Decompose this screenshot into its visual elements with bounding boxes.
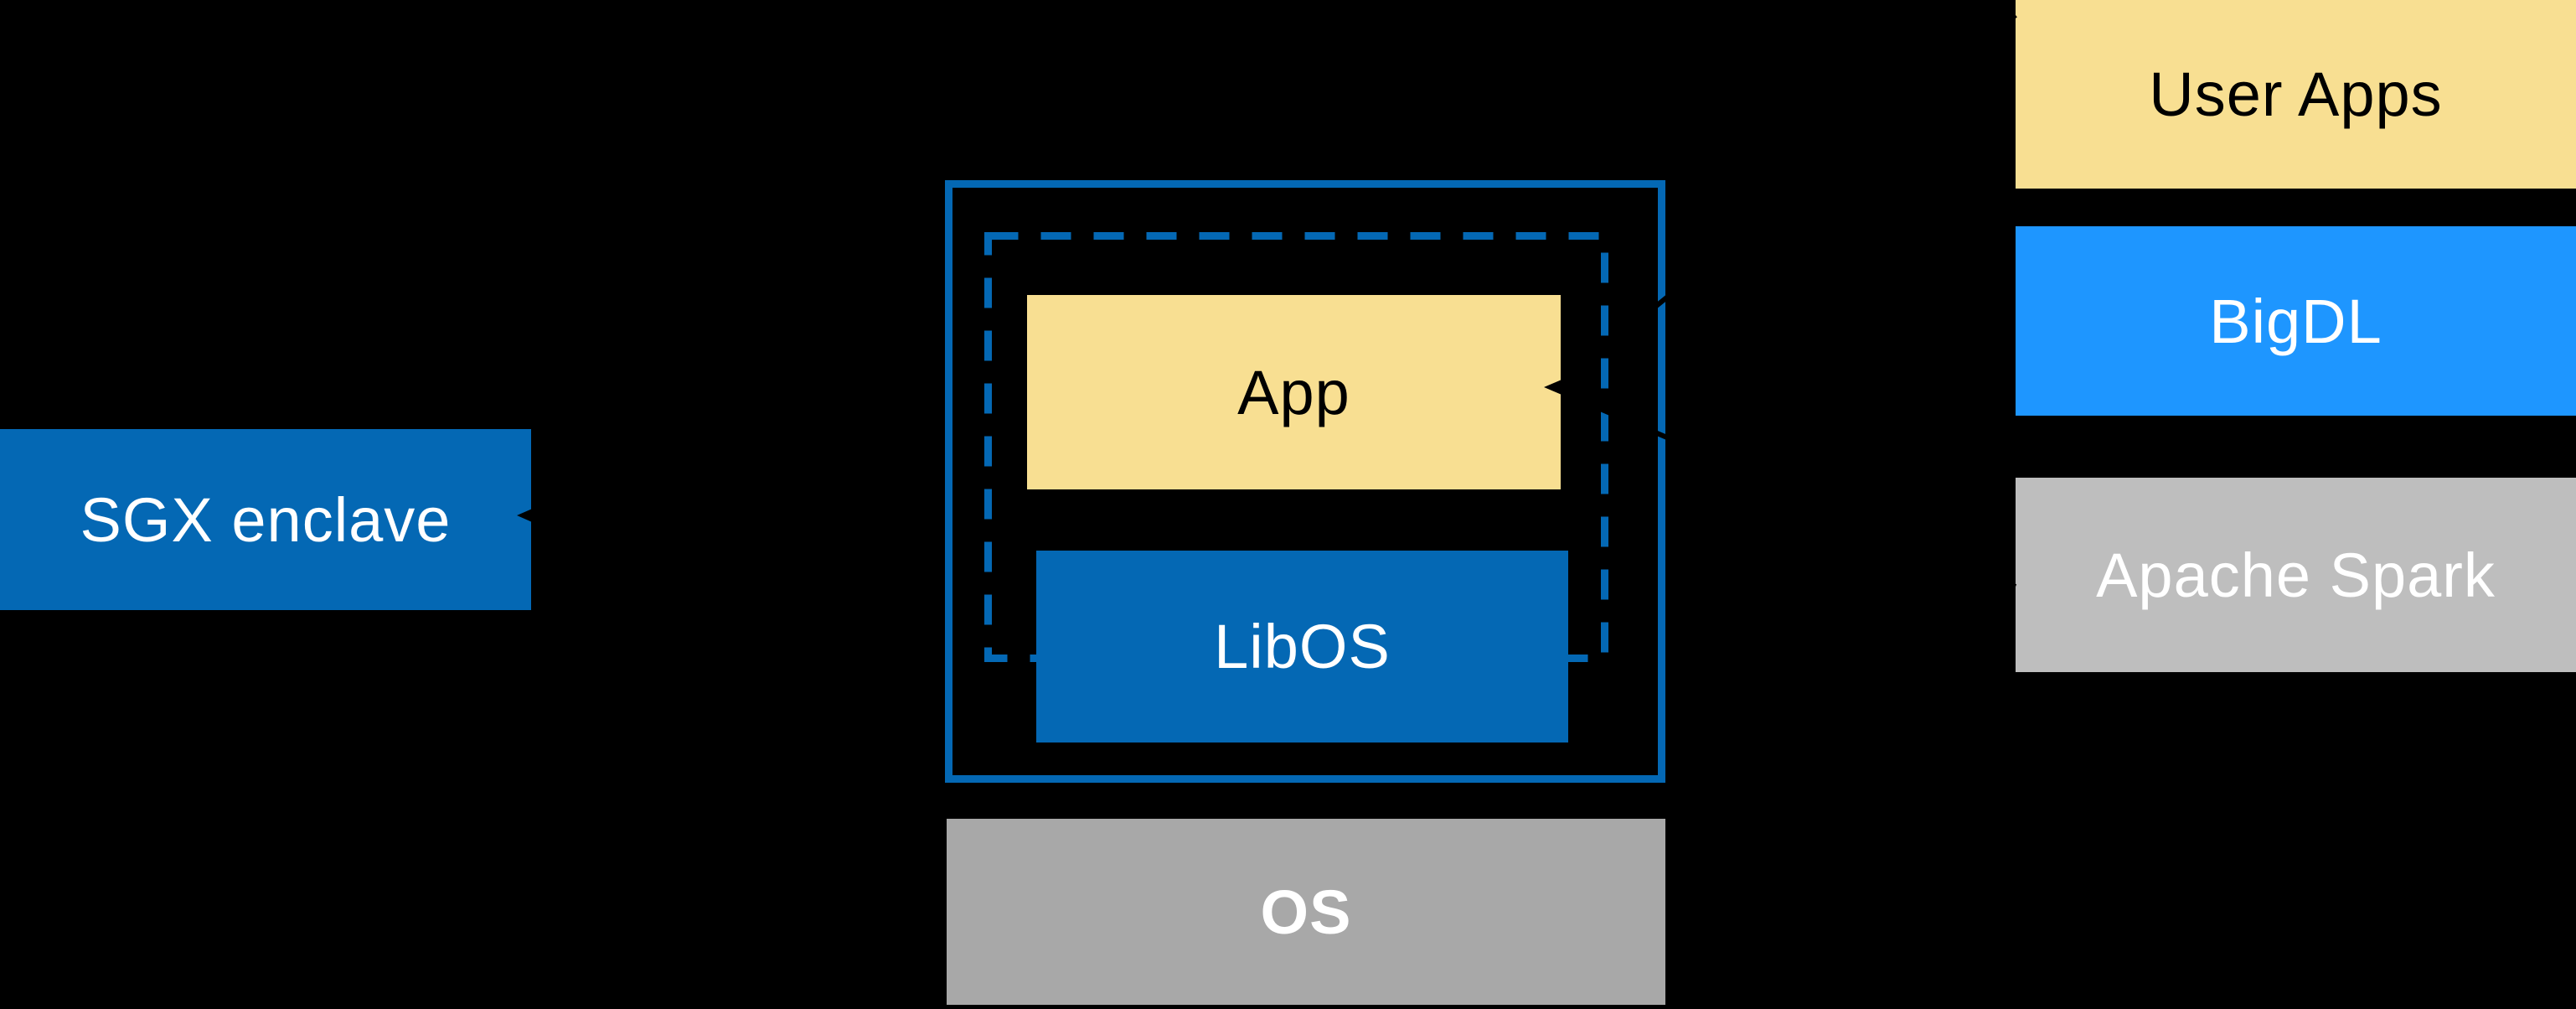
app-label: App bbox=[1237, 357, 1350, 427]
user-apps-label: User Apps bbox=[2149, 60, 2443, 129]
os-label: OS bbox=[1260, 877, 1352, 947]
apache-spark-label: Apache Spark bbox=[2096, 540, 2496, 610]
sgx-enclave-label: SGX enclave bbox=[80, 484, 452, 555]
app-box: App bbox=[1027, 295, 1561, 489]
stack-apache-spark-box: Apache Spark bbox=[2016, 478, 2576, 672]
libos-box: LibOS bbox=[1036, 551, 1568, 743]
stack-user-apps-box: User Apps bbox=[2016, 0, 2576, 189]
stack-bigdl-box: BigDL bbox=[2016, 226, 2576, 416]
sgx-enclave-box: SGX enclave bbox=[0, 429, 531, 610]
bigdl-label: BigDL bbox=[2209, 286, 2382, 356]
libos-label: LibOS bbox=[1214, 612, 1391, 681]
os-box: OS bbox=[947, 819, 1665, 1005]
